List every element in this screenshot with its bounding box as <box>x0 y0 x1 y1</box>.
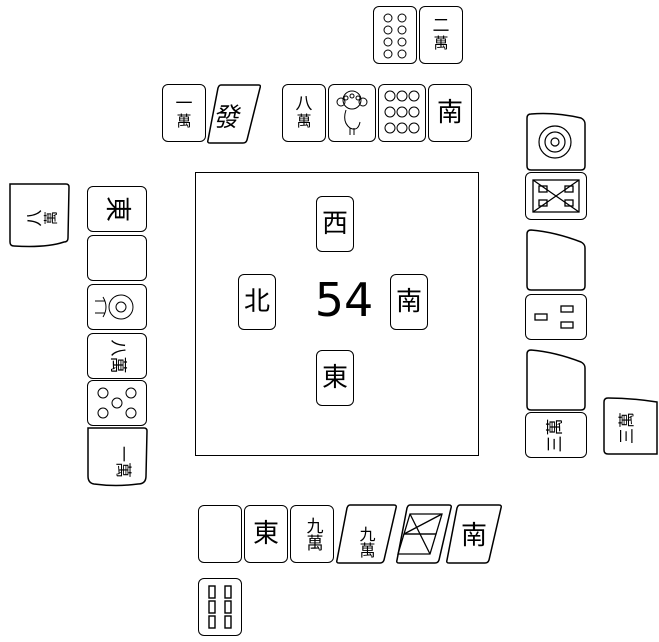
tile-suit: 萬 <box>44 211 60 225</box>
tile-character-eight[interactable]: 八 萬 <box>282 84 326 142</box>
tile-glyph: 一萬 <box>114 446 133 478</box>
tile-dragon-green[interactable]: 發 <box>207 84 261 144</box>
tile-character-nine-bottom[interactable]: 九萬 <box>290 505 334 563</box>
bamboo-icon <box>203 582 237 632</box>
tile-circles-five-left[interactable] <box>87 380 147 426</box>
tile-wind-east-left[interactable]: 東 <box>87 186 147 232</box>
bamboo-icon <box>378 10 412 60</box>
tile-blank-bottom[interactable] <box>198 505 242 563</box>
bamboo-icon <box>529 298 583 336</box>
tile-blank-right-2[interactable] <box>525 348 589 412</box>
tile-glyph: 東 <box>253 521 279 547</box>
tile-bamboo-below[interactable] <box>198 578 242 636</box>
tile-glyph: 三萬 <box>617 412 636 444</box>
tile-glyph: 北 <box>244 289 270 315</box>
tile-circles[interactable] <box>378 84 426 142</box>
bamboo-icon <box>529 176 583 216</box>
tile-glyph: 南 <box>396 289 422 315</box>
tile-glyph: 東 <box>104 196 130 222</box>
tile-wind-south[interactable]: 南 <box>428 84 472 142</box>
tile-glyph: 南 <box>437 100 463 126</box>
tile-suit: 萬 <box>176 114 191 130</box>
tile-bamboo-small-right[interactable] <box>525 294 587 340</box>
circles-icon <box>382 88 422 138</box>
tile-circle-one-right[interactable] <box>525 112 589 172</box>
wind-indicator-north: 北 <box>238 274 276 330</box>
tile-character-three-right[interactable]: 三萬 <box>525 412 587 458</box>
tiles-remaining-counter: 54 <box>309 275 379 325</box>
tile-wind-south-slanted[interactable]: 南 <box>446 504 502 564</box>
tile-suit: 萬 <box>296 114 311 130</box>
tile-glyph: 西 <box>322 211 348 237</box>
tile-bird[interactable] <box>328 84 376 142</box>
tile-suit: 萬 <box>433 36 448 52</box>
tile-bird-left[interactable] <box>87 284 147 330</box>
tile-character-one[interactable]: 一 萬 <box>162 84 206 142</box>
tile-character-three-outer[interactable]: 三萬 <box>602 396 659 458</box>
tile-glyph: 三萬 <box>548 418 565 452</box>
tile-character-eight-rotated[interactable]: 八 萬 <box>6 182 72 250</box>
tile-bamboo-right[interactable] <box>525 172 587 220</box>
peacock-icon <box>91 287 143 327</box>
tile-wind-east-bottom[interactable]: 東 <box>244 505 288 563</box>
tile-bamboo-top[interactable] <box>373 6 417 64</box>
tile-glyph: 九萬 <box>357 526 376 558</box>
tile-glyph: 九萬 <box>304 517 321 551</box>
tile-number: 八 <box>25 210 45 227</box>
tile-bamboo-slanted[interactable] <box>396 504 452 564</box>
tile-glyph: 八萬 <box>109 339 126 373</box>
tile-glyph: 南 <box>461 521 487 551</box>
tile-glyph: 東 <box>322 365 348 391</box>
tile-character-eight-left[interactable]: 八萬 <box>87 333 147 379</box>
tile-blank-right[interactable] <box>525 228 589 292</box>
wind-indicator-east: 東 <box>316 350 354 406</box>
circles-icon <box>91 383 143 423</box>
tile-character-nine-slanted[interactable]: 九萬 <box>336 504 398 564</box>
peacock-icon <box>332 88 372 138</box>
tile-character-two[interactable]: 二 萬 <box>419 6 463 64</box>
wind-indicator-west: 西 <box>316 196 354 252</box>
tile-character-one-left[interactable]: 一萬 <box>86 426 150 488</box>
wind-indicator-south: 南 <box>390 274 428 330</box>
tile-blank-left[interactable] <box>87 235 147 281</box>
